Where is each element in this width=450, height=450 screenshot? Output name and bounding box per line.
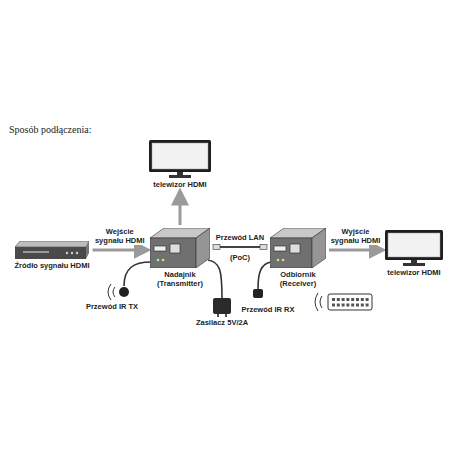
remote-control: [315, 293, 372, 311]
ir-tx-cable: [108, 262, 151, 300]
tv-illustration: [149, 140, 211, 178]
player-illustration: [15, 241, 89, 259]
tv-illustration: [385, 230, 443, 266]
device-label: Odbiornik (Receiver): [270, 270, 326, 288]
device-label: Nadajnik (Transmitter): [150, 270, 210, 288]
extender-illustration: [150, 228, 210, 268]
part-label: Przewód IR RX: [241, 305, 296, 314]
lan-cable: [213, 245, 267, 250]
device-label: Źródło sygnału HDMI: [15, 261, 90, 270]
power-adapter: [208, 260, 231, 317]
part-label: Przewód IR TX: [85, 302, 139, 311]
device-label: telewizor HDMI: [387, 268, 440, 277]
device-label: telewizor HDMI: [153, 180, 206, 189]
source-node: Źródło sygnału HDMI: [15, 241, 90, 270]
signal-arrow: [329, 250, 382, 251]
cable-note: (PoC): [229, 253, 251, 262]
signal-arrow: [93, 250, 148, 251]
edge-label: Wejście sygnału HDMI: [91, 227, 149, 245]
part-label: Zasilacz 5V/2A: [195, 318, 249, 327]
signal-arrow: [180, 192, 181, 225]
edge-label: Przewód LAN: [215, 233, 265, 242]
edge-label: Wyjście sygnału HDMI: [327, 227, 385, 245]
tv-node: telewizor HDMI: [385, 230, 443, 277]
tv-node: telewizor HDMI: [149, 140, 211, 189]
ir-rx-cable: [253, 262, 271, 298]
heading-note: Sposób podłączenia:: [8, 124, 92, 136]
transmitter-node: Nadajnik (Transmitter): [150, 228, 210, 288]
extender-illustration: [270, 228, 326, 268]
receiver-node: Odbiornik (Receiver): [270, 228, 326, 288]
